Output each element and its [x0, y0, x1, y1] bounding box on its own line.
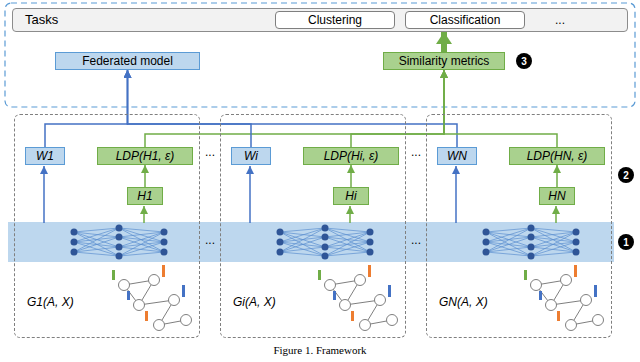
- node-text: Classification: [430, 9, 501, 31]
- embedding-box: HN: [539, 187, 575, 205]
- connector: [444, 70, 557, 147]
- ellipsis-label: ...: [205, 145, 215, 159]
- connector: [351, 70, 444, 147]
- federated-model-box: Federated model: [55, 52, 200, 70]
- neural-network-icon: [44, 166, 168, 260]
- neural-network-icon: [250, 166, 374, 260]
- ellipsis-label: ...: [411, 145, 421, 159]
- connector: [350, 165, 352, 187]
- connector: [128, 70, 458, 147]
- node-text: HN: [548, 189, 565, 203]
- weight-box: W1: [25, 147, 65, 165]
- callout-number: 1: [618, 234, 634, 250]
- client-box: W1 LDP(H1, ε) H1G1(A, X): [14, 114, 200, 338]
- ellipsis-label: ...: [411, 233, 421, 247]
- ellipsis-label: ...: [555, 13, 565, 27]
- graph-icon: [524, 265, 604, 331]
- ldp-box: LDP(H1, ε): [97, 147, 193, 165]
- weight-box: WN: [437, 147, 477, 165]
- node-text: Federated model: [82, 54, 173, 68]
- callout-number: 3: [516, 53, 532, 69]
- node-text: Clustering: [308, 9, 362, 31]
- weight-box: Wi: [231, 147, 271, 165]
- node-text: Gi(A, X): [233, 295, 276, 309]
- connector: [45, 70, 128, 147]
- ellipsis-label: ...: [205, 233, 215, 247]
- connector: [145, 70, 444, 147]
- connector: [441, 32, 447, 52]
- connector-layer: [45, 32, 557, 187]
- server-panel: [5, 3, 635, 107]
- node-text: LDP(HN, ε): [527, 149, 588, 163]
- node-text: LDP(Hi, ε): [324, 149, 379, 163]
- embedding-box: H1: [127, 187, 163, 205]
- graph-icon: [112, 265, 192, 331]
- node-text: H1: [137, 189, 152, 203]
- node-text: Wi: [244, 149, 258, 163]
- ldp-box: LDP(Hi, ε): [303, 147, 399, 165]
- client-box: WN LDP(HN, ε) HN GN(A, X): [426, 114, 612, 338]
- client-box: Wi LDP(Hi, ε) HiGi(A, X): [220, 114, 406, 338]
- node-text: W1: [36, 149, 54, 163]
- node-text: Hi: [345, 189, 356, 203]
- callout-number: 2: [618, 167, 634, 183]
- node-text: G1(A, X): [27, 295, 74, 309]
- ldp-box: LDP(HN, ε): [509, 147, 605, 165]
- task-box: Classification: [405, 11, 525, 29]
- figure-caption: Figure 1. Framework: [273, 344, 366, 356]
- tasks-band: Clustering Classification Tasks: [12, 8, 628, 32]
- task-box: Clustering: [275, 11, 395, 29]
- node-text: Similarity metrics: [399, 54, 490, 68]
- embedding-box: Hi: [333, 187, 369, 205]
- node-text: WN: [447, 149, 467, 163]
- connector: [144, 165, 146, 187]
- node-text: GN(A, X): [439, 295, 488, 309]
- node-text: LDP(H1, ε): [116, 149, 175, 163]
- node-text: Tasks: [25, 12, 58, 27]
- graph-icon: [318, 265, 398, 331]
- neural-network-icon: [456, 166, 580, 260]
- connector: [556, 165, 558, 187]
- connector: [128, 70, 252, 147]
- similarity-box: Similarity metrics: [383, 52, 505, 70]
